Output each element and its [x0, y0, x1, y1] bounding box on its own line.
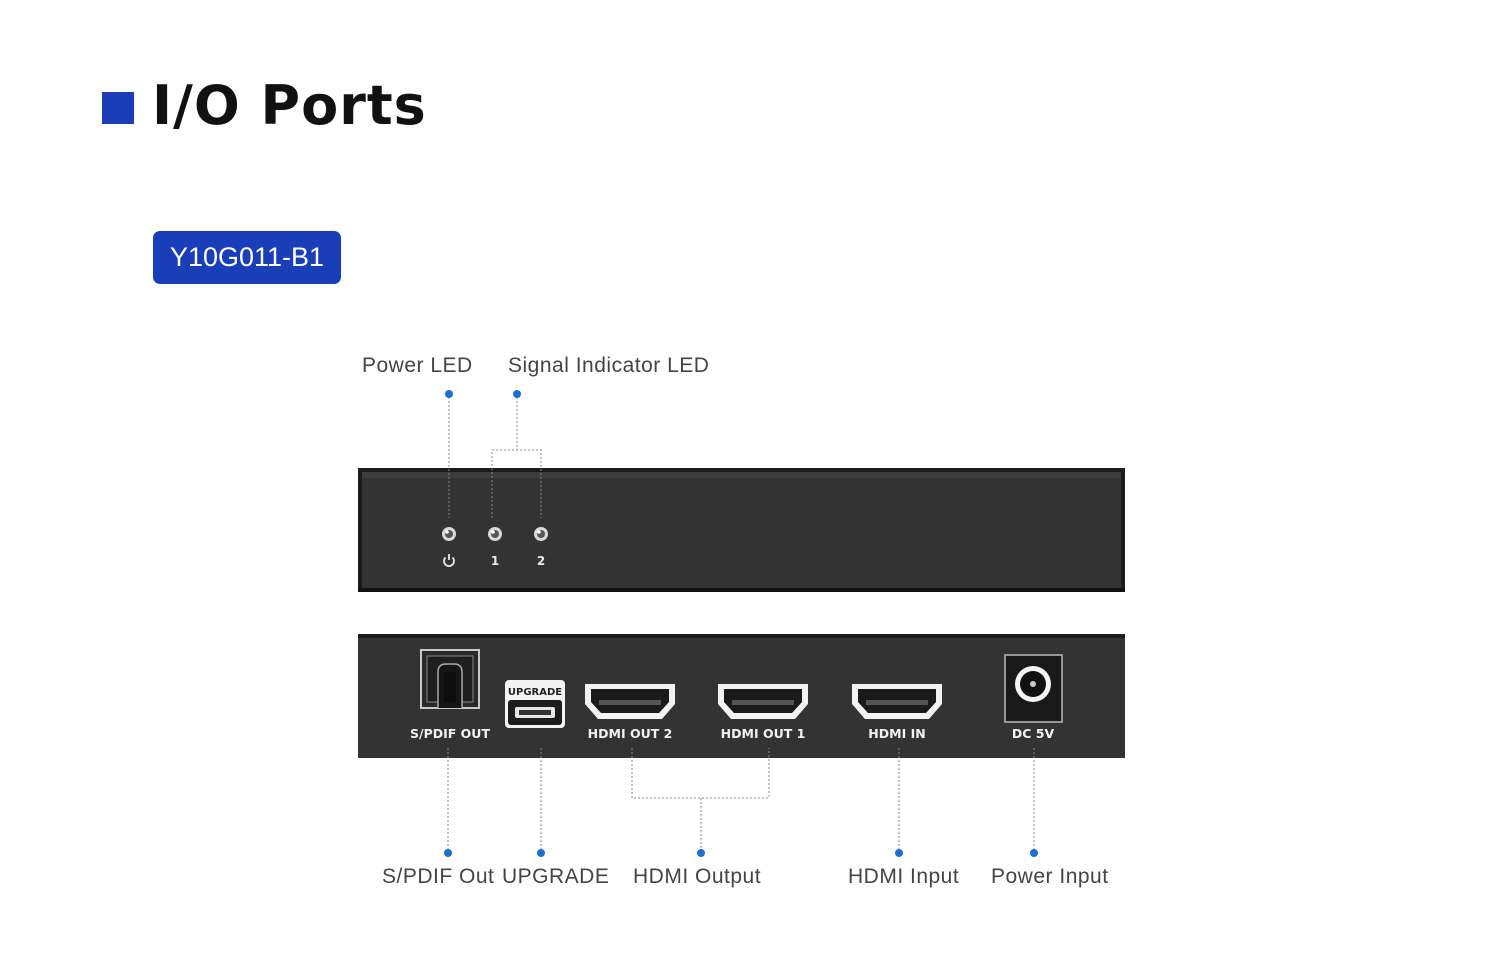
hdmi-output-callout: HDMI Output [633, 865, 762, 888]
hdmi-in-label: HDMI IN [868, 726, 925, 741]
power-led-icon [442, 527, 456, 541]
dc-jack-icon [1004, 654, 1063, 723]
upgrade-port-label: UPGRADE [508, 687, 562, 698]
hdmi-output-dot [697, 849, 705, 857]
led-1-label: 1 [491, 554, 499, 568]
power-input-dot [1030, 849, 1038, 857]
front-panel: 1 2 [358, 468, 1125, 592]
rear-leader-lines [447, 748, 1035, 850]
hdmi-out-2-label: HDMI OUT 2 [588, 726, 673, 741]
power-led-callout: Power LED [362, 354, 473, 377]
spdif-dot [444, 849, 452, 857]
hdmi-input-callout: HDMI Input [848, 865, 960, 888]
signal-led-2-icon [534, 527, 548, 541]
rear-panel: S/PDIF OUT UPGRADE HDMI OUT 2 HDMI OUT 1… [358, 634, 1125, 758]
signal-led-callout: Signal Indicator LED [508, 354, 710, 377]
front-leader-lines [448, 397, 542, 518]
hdmi-out-1-label: HDMI OUT 1 [721, 726, 806, 741]
spdif-port-label: S/PDIF OUT [410, 726, 490, 741]
spdif-port-icon [420, 649, 480, 709]
signal-led-dot [513, 390, 521, 398]
signal-led-1-icon [488, 527, 502, 541]
title-square-icon [102, 92, 134, 124]
power-led-dot [445, 390, 453, 398]
upgrade-port-icon [505, 680, 565, 728]
hdmi-out-1-port-icon [718, 684, 808, 719]
page-title: I/O Ports [152, 74, 427, 137]
power-icon [443, 554, 455, 567]
model-badge: Y10G011-B1 [153, 231, 341, 284]
hdmi-in-port-icon [852, 684, 942, 719]
led-2-label: 2 [537, 554, 545, 568]
upgrade-dot [537, 849, 545, 857]
spdif-out-callout: S/PDIF Out [382, 865, 495, 888]
hdmi-out-2-port-icon [585, 684, 675, 719]
dc-5v-label: DC 5V [1012, 726, 1055, 741]
hdmi-input-dot [895, 849, 903, 857]
power-input-callout: Power Input [991, 865, 1109, 888]
upgrade-callout: UPGRADE [502, 865, 610, 888]
